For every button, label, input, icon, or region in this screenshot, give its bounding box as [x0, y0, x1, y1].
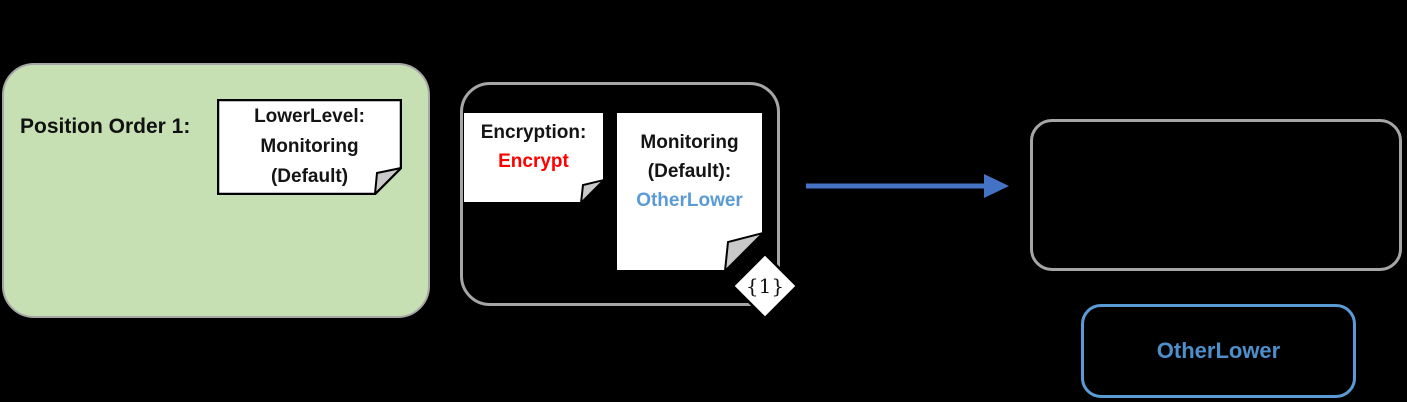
result-group: [1030, 119, 1402, 271]
monitoring-note-text: Monitoring (Default): OtherLower: [616, 112, 763, 287]
folded-corner-note-shape: [463, 112, 604, 203]
cardinality-badge-label: {1}: [745, 274, 785, 298]
lowerlevel-note: LowerLevel: Monitoring (Default): [217, 99, 402, 195]
encryption-title: Encryption:: [480, 122, 587, 143]
otherlower-box-label: OtherLower: [1156, 338, 1281, 363]
monitoring-title-line1: Monitoring: [640, 132, 739, 153]
monitoring-note: Monitoring (Default): OtherLower: [616, 112, 763, 271]
encryption-note-text: Encryption: Encrypt: [463, 112, 604, 209]
note-line: Monitoring: [260, 136, 359, 157]
monitoring-value: OtherLower: [636, 190, 743, 211]
position-order-label: Position Order 1:: [20, 115, 191, 138]
encryption-value: Encrypt: [498, 151, 569, 172]
cardinality-diamond: {1}: [731, 252, 799, 320]
note-line: (Default): [270, 166, 349, 187]
folded-corner-note-shape: [217, 99, 402, 195]
position-order-group: Position Order 1: LowerLevel: Monitoring…: [2, 63, 430, 318]
folded-corner-icon: [723, 231, 763, 271]
flow-arrow: [800, 168, 1015, 204]
folded-corner-note-shape: [616, 112, 763, 271]
folded-corner-icon: [579, 178, 604, 203]
policy-group: [460, 82, 780, 306]
note-line: LowerLevel:: [254, 106, 365, 127]
diamond-shape: [731, 252, 799, 320]
monitoring-title-line2: (Default):: [647, 161, 732, 182]
otherlower-box: OtherLower: [1081, 304, 1356, 398]
folded-corner-icon: [373, 166, 402, 195]
encryption-note: Encryption: Encrypt: [463, 112, 604, 203]
lowerlevel-note-text: LowerLevel: Monitoring (Default): [217, 99, 402, 198]
arrow-right-icon: [806, 174, 1009, 198]
